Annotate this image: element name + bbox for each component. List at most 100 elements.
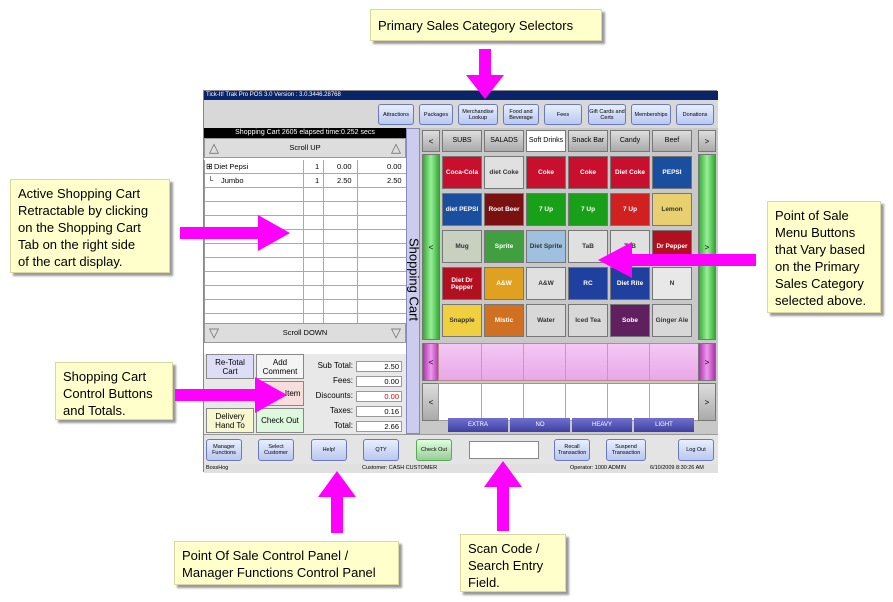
menu-item-button[interactable]: 7 Up bbox=[568, 193, 608, 226]
menu-prev-button[interactable]: < bbox=[422, 154, 440, 340]
menu-item-button[interactable]: 7 Up bbox=[526, 193, 566, 226]
callout-scan-field: Scan Code / Search Entry Field. bbox=[460, 534, 566, 592]
menu-item-button[interactable]: Sprite bbox=[484, 230, 524, 263]
shopping-cart-tab[interactable]: Shopping Cart bbox=[406, 128, 422, 434]
category-giftcards[interactable]: Gift Cards and Certs bbox=[588, 104, 626, 125]
menu-panel: < SUBS SALADS Soft Drinks Snack Bar Cand… bbox=[420, 128, 718, 434]
subcategory-snack-bar[interactable]: Snack Bar bbox=[568, 130, 608, 152]
help-button[interactable]: Help! bbox=[311, 439, 347, 461]
discounts-value: 0.00 bbox=[356, 391, 402, 402]
tree-line-icon: └ bbox=[208, 176, 214, 185]
menu-item-button[interactable]: Diet Rite bbox=[610, 267, 650, 300]
add-comment-button[interactable]: Add Comment bbox=[256, 354, 304, 379]
menu-item-button[interactable]: TaB bbox=[568, 230, 608, 263]
modifier-no[interactable]: NO bbox=[510, 418, 570, 432]
taxes-label: Taxes: bbox=[329, 406, 353, 415]
cart-item-grid: ⊞ Diet Pepsi 1 0.00 0.00 └ Jumbo 1 2.50 … bbox=[204, 160, 407, 323]
pink-item-row bbox=[438, 343, 700, 381]
menu-item-button[interactable]: Mistic bbox=[484, 304, 524, 337]
table-row bbox=[205, 244, 407, 258]
callout-primary-categories: Primary Sales Category Selectors bbox=[370, 9, 602, 41]
triangle-down-icon: ▽ bbox=[209, 325, 219, 340]
table-row[interactable]: └ Jumbo 1 2.50 2.50 bbox=[205, 174, 407, 188]
menu-item-button[interactable]: RC bbox=[568, 267, 608, 300]
scan-search-input[interactable] bbox=[469, 441, 539, 459]
subcategory-next-button[interactable]: > bbox=[698, 130, 716, 152]
category-merchandise[interactable]: Merchandise Lookup bbox=[458, 104, 498, 125]
menu-next-button[interactable]: > bbox=[698, 154, 716, 340]
status-customer: Customer: CASH CUSTOMER bbox=[362, 465, 438, 471]
category-packages[interactable]: Packages bbox=[419, 104, 453, 125]
discounts-label: Discounts: bbox=[315, 391, 353, 400]
menu-item-button[interactable]: N bbox=[652, 267, 692, 300]
menu-item-button[interactable]: Coke bbox=[526, 156, 566, 189]
menu-item-button[interactable]: diet Coke bbox=[484, 156, 524, 189]
menu-item-button[interactable]: Snapple bbox=[442, 304, 482, 337]
menu-item-button[interactable]: Diet Sprite bbox=[526, 230, 566, 263]
checkout-bottom-button[interactable]: Check Out bbox=[416, 439, 452, 461]
menu-item-button[interactable]: 7 Up bbox=[610, 193, 650, 226]
white-item-row bbox=[438, 383, 700, 421]
arrow-right-to-cart bbox=[180, 215, 290, 251]
category-fees[interactable]: Fees bbox=[544, 104, 582, 125]
menu-item-button[interactable]: Diet Coke bbox=[610, 156, 650, 189]
menu-item-button[interactable]: Lemon bbox=[652, 193, 692, 226]
menu-item-button[interactable]: Water bbox=[526, 304, 566, 337]
arrow-right-to-controls bbox=[175, 377, 287, 413]
logout-button[interactable]: Log Out bbox=[678, 439, 714, 461]
delivery-hand-to-button[interactable]: Delivery Hand To bbox=[206, 408, 254, 433]
scroll-down-button[interactable]: ▽ Scroll DOWN ▽ bbox=[204, 323, 406, 343]
menu-item-button[interactable]: Ginger Ale bbox=[652, 304, 692, 337]
subcategory-prev-button[interactable]: < bbox=[422, 130, 440, 152]
menu-item-button[interactable]: Coke bbox=[568, 156, 608, 189]
arrow-down-to-categories bbox=[466, 49, 504, 99]
menu-item-button[interactable]: Sobe bbox=[610, 304, 650, 337]
callout-control-panel: Point Of Sale Control Panel / Manager Fu… bbox=[174, 541, 399, 585]
modifier-light[interactable]: LIGHT bbox=[634, 418, 694, 432]
qty-button[interactable]: QTY bbox=[363, 439, 399, 461]
menu-item-button[interactable]: Root Beer bbox=[484, 193, 524, 226]
taxes-value: 0.16 bbox=[356, 406, 402, 417]
menu-item-button[interactable]: PEPSI bbox=[652, 156, 692, 189]
menu-item-button[interactable]: Coca-Cola bbox=[442, 156, 482, 189]
modifier-heavy[interactable]: HEAVY bbox=[572, 418, 632, 432]
subcategory-candy[interactable]: Candy bbox=[610, 130, 650, 152]
menu-item-button[interactable]: A&W bbox=[484, 267, 524, 300]
scroll-up-button[interactable]: △ Scroll UP △ bbox=[204, 138, 406, 158]
table-row[interactable]: ⊞ Diet Pepsi 1 0.00 0.00 bbox=[205, 160, 407, 174]
menu-item-button[interactable]: diet PEPSI bbox=[442, 193, 482, 226]
row-next-button[interactable]: > bbox=[698, 383, 716, 421]
table-row bbox=[205, 230, 407, 244]
category-food[interactable]: Food and Beverage bbox=[503, 104, 539, 125]
select-customer-button[interactable]: Select Customer bbox=[258, 439, 294, 461]
menu-item-button[interactable]: Iced Tea bbox=[568, 304, 608, 337]
arrow-left-to-menu bbox=[598, 242, 756, 278]
recall-transaction-button[interactable]: Recall Transaction bbox=[554, 439, 590, 461]
status-user: BossHog bbox=[206, 465, 229, 471]
category-donations[interactable]: Donations bbox=[676, 104, 714, 125]
retotal-cart-button[interactable]: Re-Total Cart bbox=[206, 354, 254, 379]
category-attractions[interactable]: Attractions bbox=[378, 104, 414, 125]
status-datetime: 6/10/2009 8:30:26 AM bbox=[650, 465, 704, 471]
suspend-transaction-button[interactable]: Suspend Transaction bbox=[606, 439, 646, 461]
status-operator: Operator: 1000 ADMIN bbox=[570, 465, 626, 471]
modifier-next-button[interactable]: > bbox=[698, 343, 716, 381]
menu-item-button[interactable]: Diet Dr Pepper bbox=[442, 267, 482, 300]
checkout-button[interactable]: Check Out bbox=[256, 408, 304, 433]
status-bar: BossHog Customer: CASH CUSTOMER Operator… bbox=[204, 464, 718, 473]
subcategory-salads[interactable]: SALADS bbox=[484, 130, 524, 152]
modifier-extra[interactable]: EXTRA bbox=[448, 418, 508, 432]
subcategory-beef[interactable]: Beef bbox=[652, 130, 692, 152]
category-memberships[interactable]: Memberships bbox=[631, 104, 671, 125]
menu-item-button[interactable]: Mug bbox=[442, 230, 482, 263]
manager-functions-button[interactable]: Manager Functions bbox=[206, 439, 242, 461]
subcategory-subs[interactable]: SUBS bbox=[442, 130, 482, 152]
table-row bbox=[205, 258, 407, 272]
callout-cart-controls: Shopping Cart Control Buttons and Totals… bbox=[55, 362, 173, 420]
expand-icon[interactable]: ⊞ bbox=[206, 162, 213, 171]
triangle-down-icon: ▽ bbox=[391, 325, 401, 340]
subtotal-label: Sub Total: bbox=[317, 361, 353, 370]
subcategory-soft-drinks[interactable]: Soft Drinks bbox=[526, 130, 566, 152]
callout-active-cart: Active Shopping Cart Retractable by clic… bbox=[10, 179, 170, 273]
menu-item-button[interactable]: A&W bbox=[526, 267, 566, 300]
